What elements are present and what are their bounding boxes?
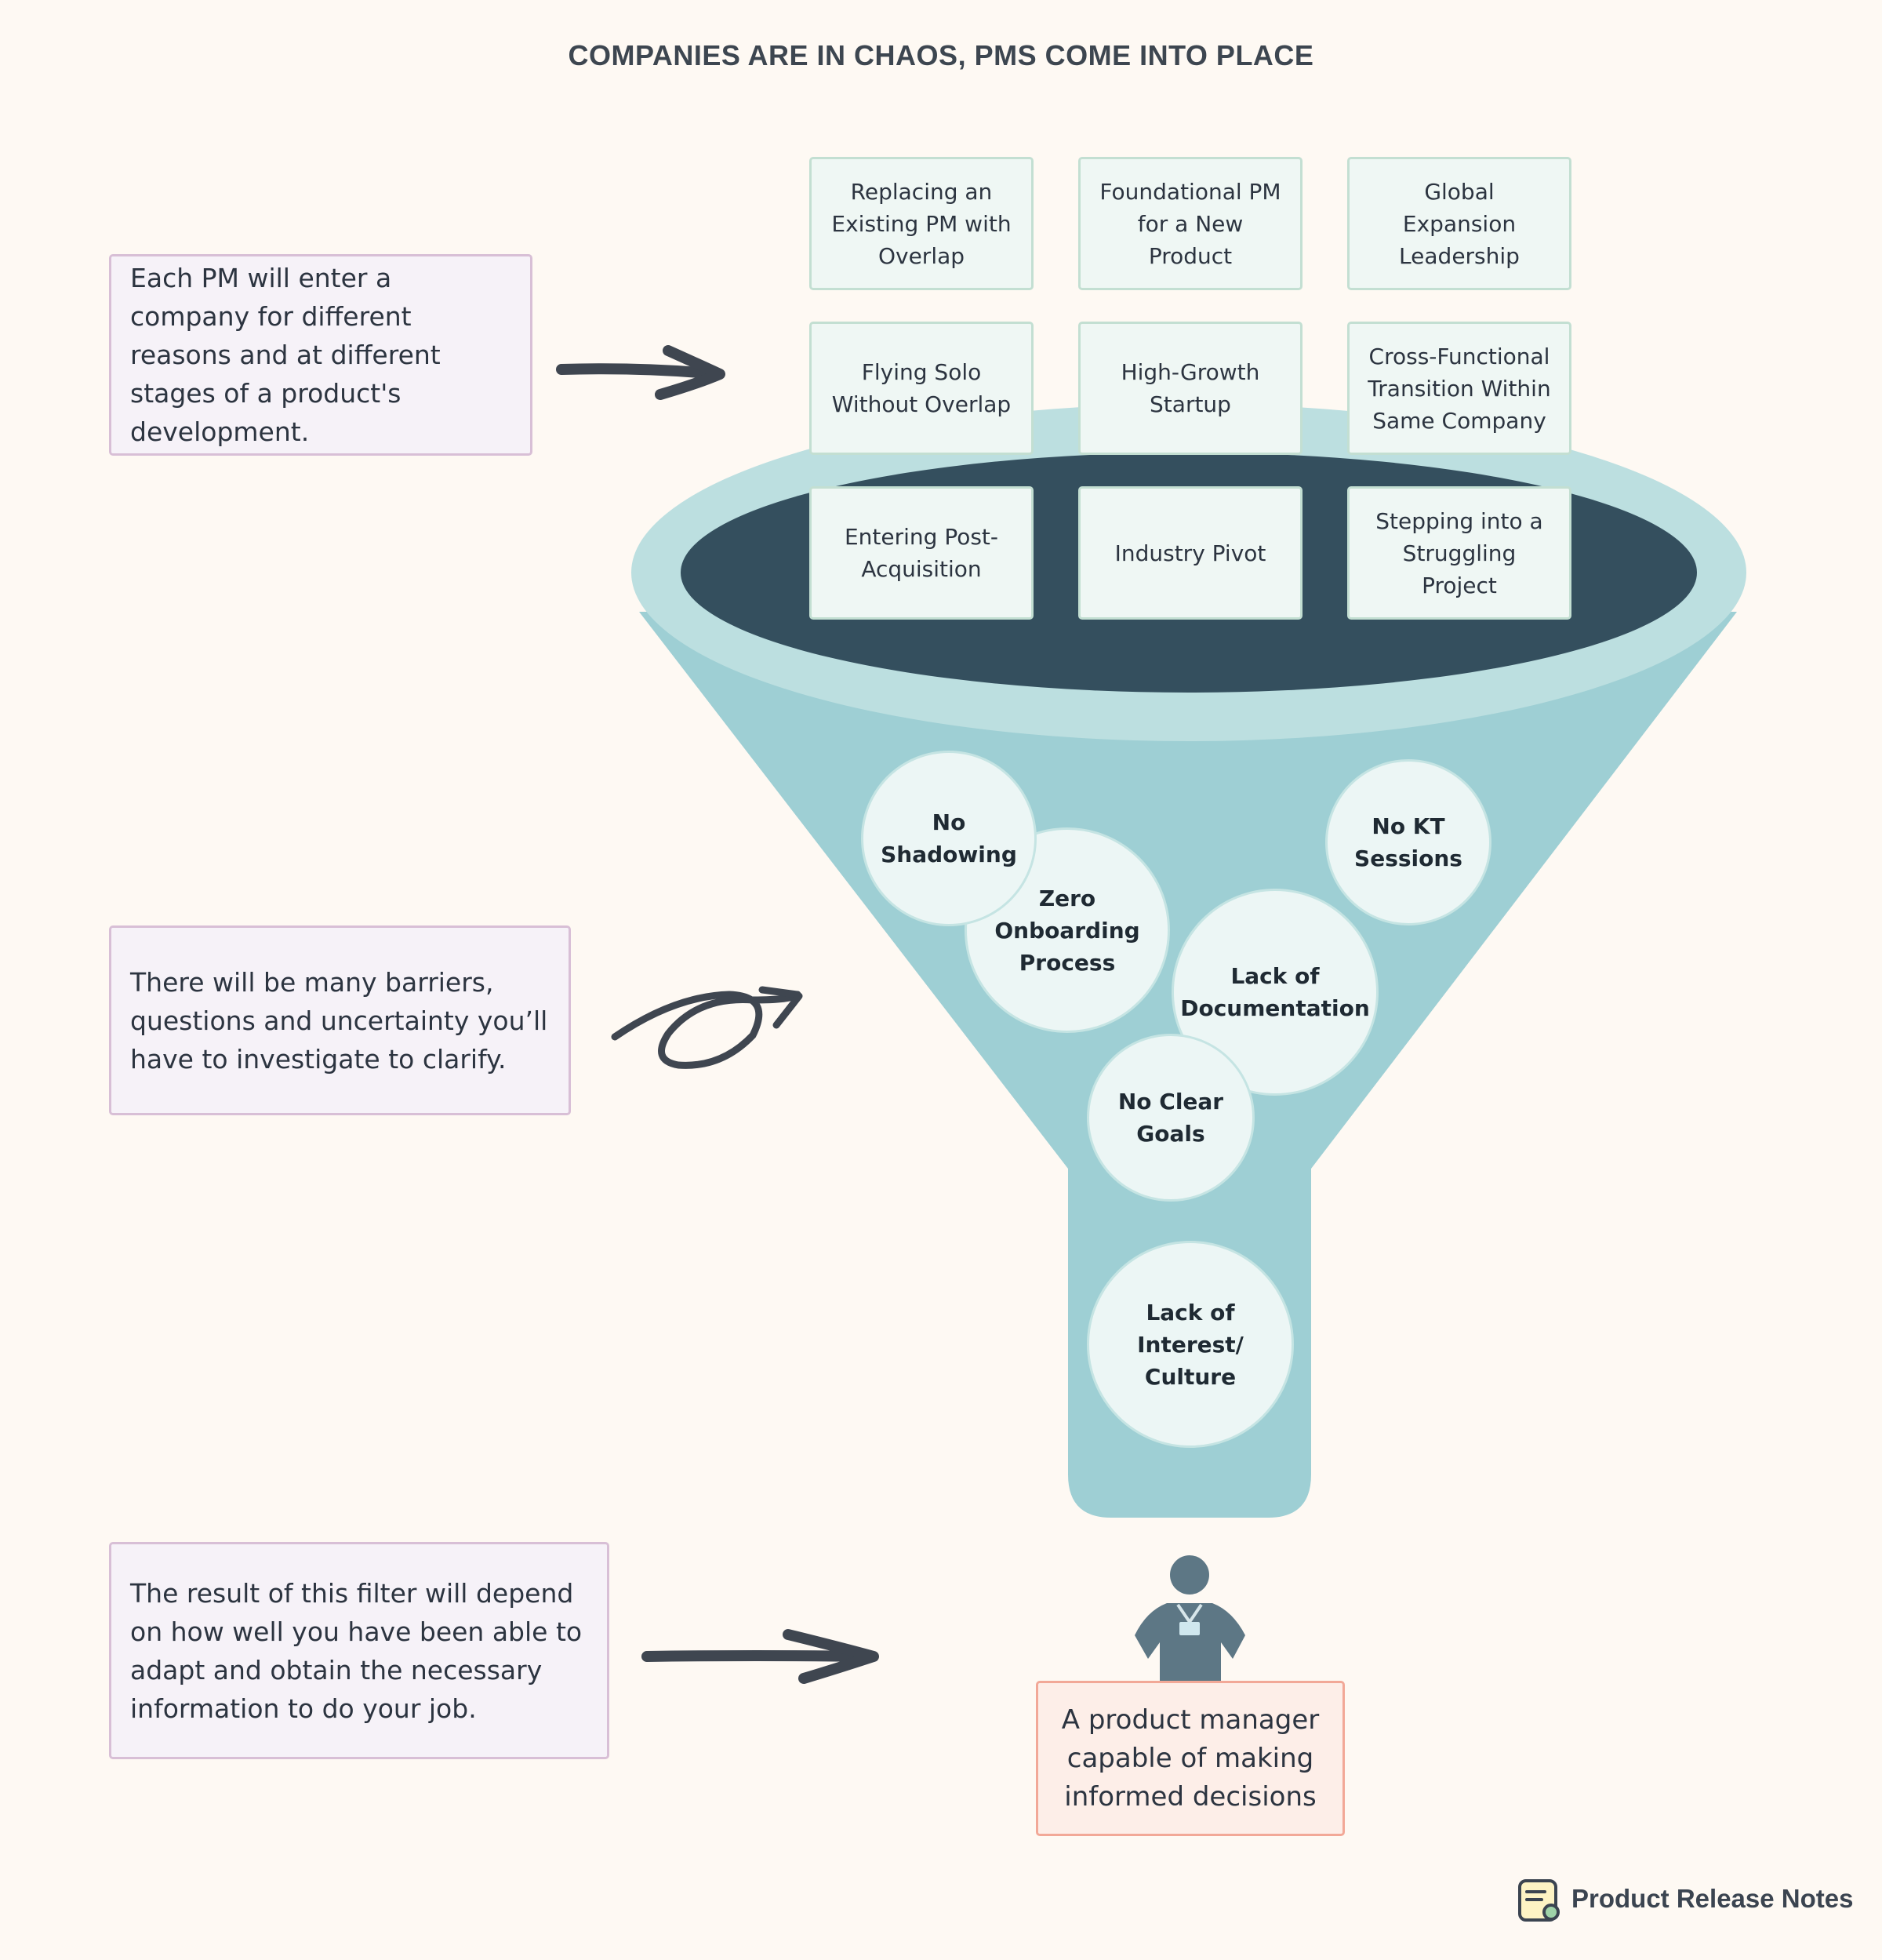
stage-label: Global Expansion Leadership (1399, 178, 1520, 269)
stage-label: Cross-Functional Transition Within Same … (1368, 343, 1551, 434)
brand-name: Product Release Notes (1571, 1884, 1854, 1913)
stage-label: Foundational PM for a New Product (1099, 178, 1281, 269)
person-icon (1135, 1555, 1245, 1686)
note-barriers-text: There will be many barriers, questions a… (130, 966, 548, 1075)
barrier-label: Lack of Interest/ Culture (1137, 1299, 1244, 1390)
note-entry: Each PM will enter a company for differe… (109, 254, 532, 456)
stage-label: High-Growth Startup (1121, 359, 1260, 417)
stage-card: Industry Pivot (1078, 486, 1303, 620)
stage-label: Industry Pivot (1114, 540, 1266, 566)
arrow-barriers (611, 986, 803, 1069)
note-result: The result of this filter will depend on… (109, 1542, 609, 1759)
barrier-label: Zero Onboarding Process (994, 885, 1140, 976)
stage-card: Stepping into a Struggling Project (1347, 486, 1571, 620)
note-barriers: There will be many barriers, questions a… (109, 925, 571, 1115)
note-entry-text: Each PM will enter a company for differe… (130, 263, 441, 447)
barrier-label: No KT Sessions (1354, 813, 1462, 871)
stage-label: Entering Post-Acquisition (844, 524, 999, 582)
result-box: A product manager capable of making info… (1036, 1681, 1345, 1836)
stage-card: Cross-Functional Transition Within Same … (1347, 322, 1571, 455)
arrow-entry (556, 345, 725, 400)
barrier-label: No Shadowing (881, 809, 1017, 867)
barrier-bubble: Lack of Interest/ Culture (1087, 1241, 1294, 1448)
result-text: A product manager capable of making info… (1061, 1704, 1320, 1813)
note-result-text: The result of this filter will depend on… (130, 1577, 583, 1724)
barrier-bubble: No Shadowing (861, 751, 1037, 926)
barrier-bubble: No Clear Goals (1087, 1034, 1255, 1202)
stage-card: High-Growth Startup (1078, 322, 1303, 455)
brand: Product Release Notes (1515, 1875, 1853, 1923)
barrier-bubble: No KT Sessions (1325, 759, 1491, 925)
page-title: COMPANIES ARE IN CHAOS, PMS COME INTO PL… (568, 39, 1314, 71)
stage-card: Replacing an Existing PM with Overlap (809, 157, 1034, 290)
barrier-label: Lack of Documentation (1180, 963, 1370, 1021)
notes-logo-icon (1518, 1879, 1560, 1922)
stage-label: Stepping into a Struggling Project (1375, 507, 1543, 598)
stage-label: Flying Solo Without Overlap (831, 359, 1012, 417)
arrow-result (641, 1629, 879, 1684)
stage-card: Flying Solo Without Overlap (809, 322, 1034, 455)
stage-card: Global Expansion Leadership (1347, 157, 1571, 290)
stage-card: Foundational PM for a New Product (1078, 157, 1303, 290)
barrier-label: No Clear Goals (1117, 1089, 1224, 1147)
stage-label: Replacing an Existing PM with Overlap (831, 178, 1012, 269)
stage-card: Entering Post-Acquisition (809, 486, 1034, 620)
